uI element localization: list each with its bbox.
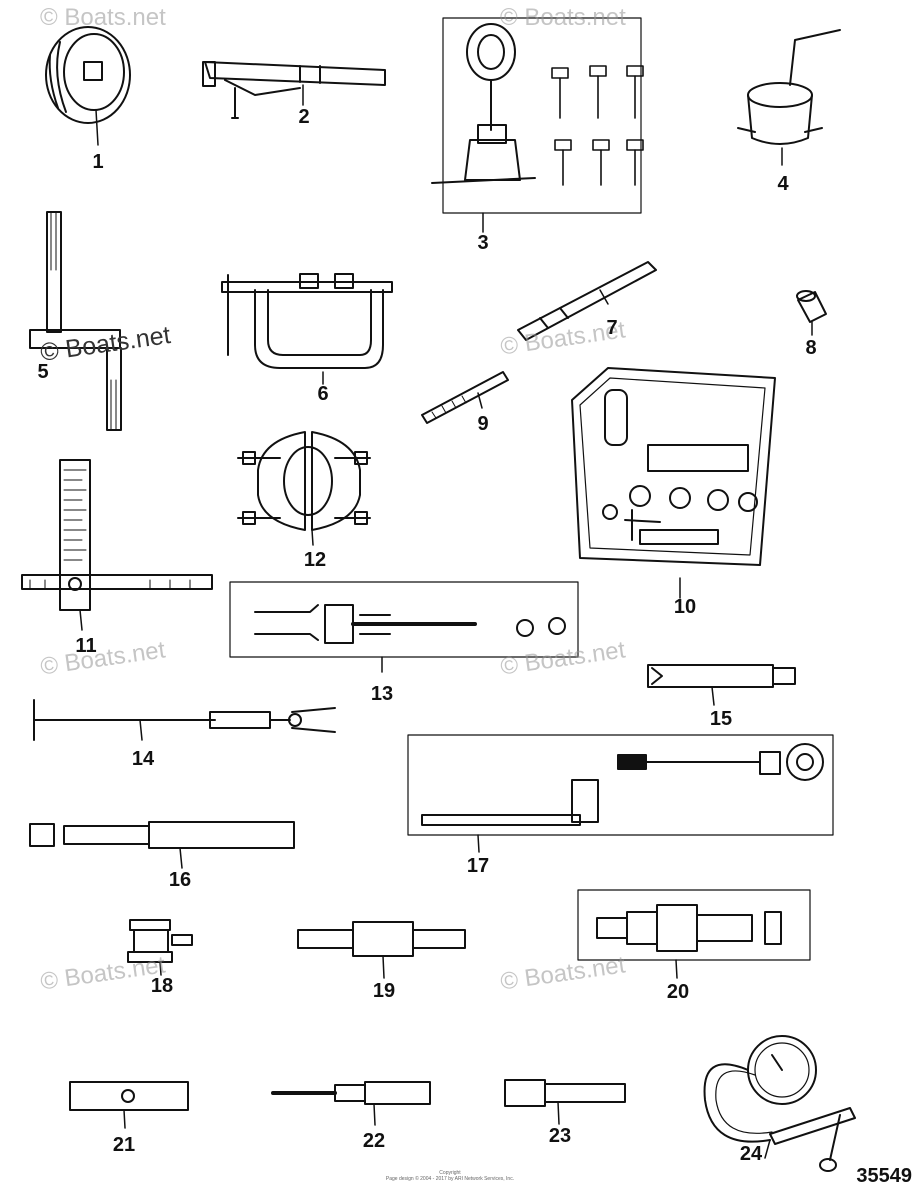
callout-3[interactable]: 3 <box>477 232 489 254</box>
part-24-pressure-gauge <box>703 1035 856 1172</box>
callout-24[interactable]: 24 <box>739 1143 763 1165</box>
part-5-spline-tool <box>29 211 122 431</box>
part-17-alignment-kit <box>407 734 834 853</box>
callout-12[interactable]: 12 <box>303 549 327 571</box>
callout-13[interactable]: 13 <box>370 683 394 705</box>
watermark: © Boats.net <box>500 4 626 31</box>
callout-8[interactable]: 8 <box>805 337 817 359</box>
copyright-line-1: Copyright <box>439 1170 461 1176</box>
part-3-lifting-eye-kit <box>431 17 644 233</box>
part-16-driver-sleeve <box>29 821 295 869</box>
callout-19[interactable]: 19 <box>372 980 396 1002</box>
part-20-installer-kit <box>577 889 811 979</box>
part-7-driver-rod <box>517 261 657 341</box>
callout-23[interactable]: 23 <box>548 1125 572 1147</box>
callout-10[interactable]: 10 <box>673 596 697 618</box>
callout-7[interactable]: 7 <box>606 317 618 339</box>
callout-22[interactable]: 22 <box>362 1130 386 1152</box>
part-10-tool-case <box>571 367 776 599</box>
part-6-c-clamp <box>221 273 393 385</box>
part-2-lever-bar <box>202 61 386 119</box>
callout-11[interactable]: 11 <box>75 635 97 657</box>
part-1-filter-wrench <box>45 26 131 146</box>
callout-1[interactable]: 1 <box>92 151 104 173</box>
part-11-gauge-square <box>21 459 213 631</box>
callout-2[interactable]: 2 <box>298 106 310 128</box>
part-22-driver-tool <box>271 1081 431 1126</box>
part-18-adapter <box>127 919 193 976</box>
part-12-bearing-separator <box>237 431 371 546</box>
part-15-tube-wrench <box>647 664 796 706</box>
part-9-threaded-rod <box>421 371 509 424</box>
callout-14[interactable]: 14 <box>131 748 155 770</box>
callout-4[interactable]: 4 <box>777 173 789 195</box>
part-8-sleeve <box>796 290 827 336</box>
diagram-number: 35549 <box>856 1165 912 1187</box>
part-19-stepped-driver <box>297 921 466 979</box>
part-21-flat-block <box>69 1081 189 1129</box>
callout-15[interactable]: 15 <box>709 708 733 730</box>
part-4-ring-compressor <box>737 29 841 166</box>
callout-20[interactable]: 20 <box>666 981 690 1003</box>
callout-6[interactable]: 6 <box>317 383 329 405</box>
callout-9[interactable]: 9 <box>477 413 489 435</box>
copyright-notice: Copyright Page design © 2004 - 2017 by A… <box>300 1170 600 1182</box>
callout-16[interactable]: 16 <box>168 869 192 891</box>
copyright-line-2: Page design © 2004 - 2017 by ARI Network… <box>385 1176 515 1182</box>
part-13-puller-kit <box>229 581 579 673</box>
callout-21[interactable]: 21 <box>112 1134 136 1156</box>
callout-18[interactable]: 18 <box>150 975 174 997</box>
watermark: © Boats.net <box>40 4 166 31</box>
part-23-hex-driver <box>504 1079 626 1125</box>
part-14-slide-hammer <box>33 699 336 741</box>
callout-17[interactable]: 17 <box>466 855 490 877</box>
callout-5[interactable]: 5 <box>37 361 49 383</box>
